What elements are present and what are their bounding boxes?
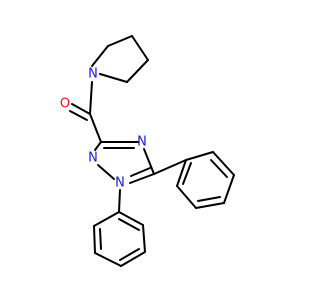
bond-ph2-e (93, 225, 96, 254)
triazole-n1-label: N (115, 176, 125, 191)
bond-n-carbonyl (89, 81, 93, 115)
carbonyl-group (69, 81, 102, 143)
pyrrolidine-ring (91, 35, 149, 83)
bond-ph2-c-double (119, 248, 140, 261)
bond-pyrr-c1-c2 (107, 35, 133, 47)
pyrrolidine-nitrogen-label: N (88, 67, 98, 82)
triazole-ring (94, 141, 155, 184)
bond-ph2-c (120, 251, 146, 267)
bond-ph1-a (185, 151, 214, 161)
bond-ph2-a-double (118, 218, 140, 231)
bond-n1-n2 (97, 164, 115, 180)
bond-n4-c5 (143, 148, 155, 175)
bond-ph2-a (118, 211, 144, 226)
phenyl-ring-bottom (93, 189, 146, 267)
bond-ph2-e-double (99, 228, 102, 250)
bond-ph2-b (142, 224, 146, 253)
bond-ph1-d-double (197, 196, 221, 202)
bond-ph2-f (93, 211, 120, 227)
bond-ph1-e (176, 185, 197, 209)
bond-c5-phenyl (153, 159, 187, 175)
bond-pyrr-c3-c4 (126, 59, 149, 83)
bond-pyrr-n-c1 (91, 45, 109, 67)
bond-c-o-2 (69, 110, 88, 121)
bond-ph1-d (195, 202, 225, 209)
bond-c-o-1 (71, 103, 91, 115)
bond-n2-c3 (94, 141, 102, 151)
atom-labels: N O N N N (60, 67, 147, 191)
structure-diagram: N O N N N (60, 35, 235, 267)
bond-ph1-f-double (182, 162, 192, 185)
bond-n1-phenyl (118, 189, 121, 213)
bond-ph1-c (223, 174, 235, 204)
bond-c5-n1-double (130, 167, 151, 177)
bond-ph1-b-double (210, 159, 228, 178)
bond-pyrr-c4-n (99, 73, 128, 83)
bond-ph1-b (212, 151, 235, 176)
bond-ph2-d (94, 252, 122, 267)
bond-c5-n1 (129, 173, 155, 184)
bond-pyrr-c2-c3 (131, 35, 149, 61)
triazole-n4-label: N (137, 135, 147, 150)
bond-carbonyl-triazole (89, 113, 102, 143)
triazole-n2-label: N (88, 151, 98, 166)
bond-ph1-f (176, 159, 187, 187)
carbonyl-oxygen-label: O (60, 97, 70, 112)
phenyl-ring-right (153, 151, 235, 209)
